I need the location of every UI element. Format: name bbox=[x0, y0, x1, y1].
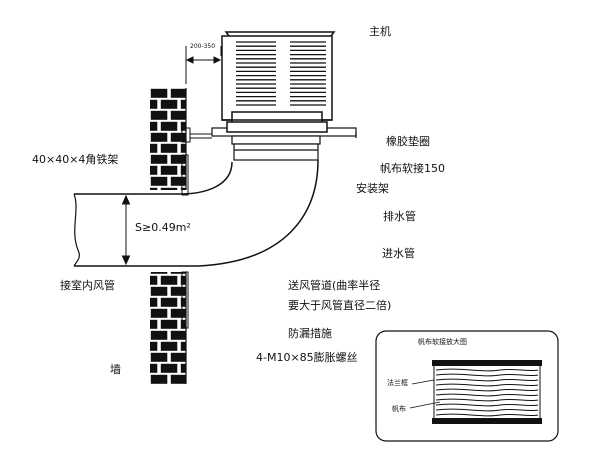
canvas-joint bbox=[231, 135, 321, 161]
label-indoor-duct: 接室内风管 bbox=[60, 279, 115, 292]
inset-label-canvas: 帆布 bbox=[392, 405, 406, 413]
brick-wall-upper bbox=[150, 88, 187, 190]
canvas-fold bbox=[435, 398, 539, 402]
label-gap-dimension: 200-350 bbox=[190, 43, 216, 50]
canvas-fold bbox=[435, 373, 539, 377]
label-inlet-pipe: 进水管 bbox=[382, 247, 415, 260]
canvas-fold bbox=[435, 378, 539, 382]
area-dimension bbox=[121, 194, 131, 266]
canvas-fold bbox=[435, 413, 539, 417]
label-bolt: 4-M10×85膨胀螺丝 bbox=[256, 351, 358, 364]
label-leak-proof: 防漏措施 bbox=[288, 327, 332, 340]
label-wall: 墙 bbox=[110, 363, 121, 376]
canvas-fold bbox=[435, 388, 539, 392]
label-drain-pipe: 排水管 bbox=[383, 210, 416, 223]
label-supply-duct-line2: 要大于风管直径二倍) bbox=[288, 299, 392, 312]
label-area: S≥0.49m² bbox=[135, 221, 191, 234]
label-canvas-joint: 帆布软接150 bbox=[380, 162, 445, 175]
label-angle-bracket: 40×40×4角铁架 bbox=[32, 153, 119, 166]
label-mount-frame: 安装架 bbox=[356, 182, 389, 195]
inset-detail bbox=[375, 330, 559, 442]
canvas-fold bbox=[435, 393, 539, 397]
canvas-fold bbox=[435, 408, 539, 412]
inset-title: 帆布软接放大图 bbox=[418, 338, 467, 346]
canvas-fold bbox=[435, 368, 539, 372]
canvas-fold bbox=[435, 403, 539, 407]
brick-wall-lower bbox=[150, 272, 187, 384]
inset-label-flange: 法兰框 bbox=[387, 379, 408, 387]
canvas-fold bbox=[435, 383, 539, 387]
label-main-unit: 主机 bbox=[369, 25, 391, 38]
label-rubber-gasket: 橡胶垫圈 bbox=[386, 135, 430, 148]
gap-dimension bbox=[185, 46, 222, 84]
unit-louvers bbox=[236, 41, 326, 106]
main-unit bbox=[221, 31, 336, 133]
supply-duct bbox=[73, 159, 319, 267]
label-supply-duct-line1: 送风管道(曲率半径 bbox=[288, 279, 381, 292]
wall-bracket bbox=[181, 127, 212, 329]
